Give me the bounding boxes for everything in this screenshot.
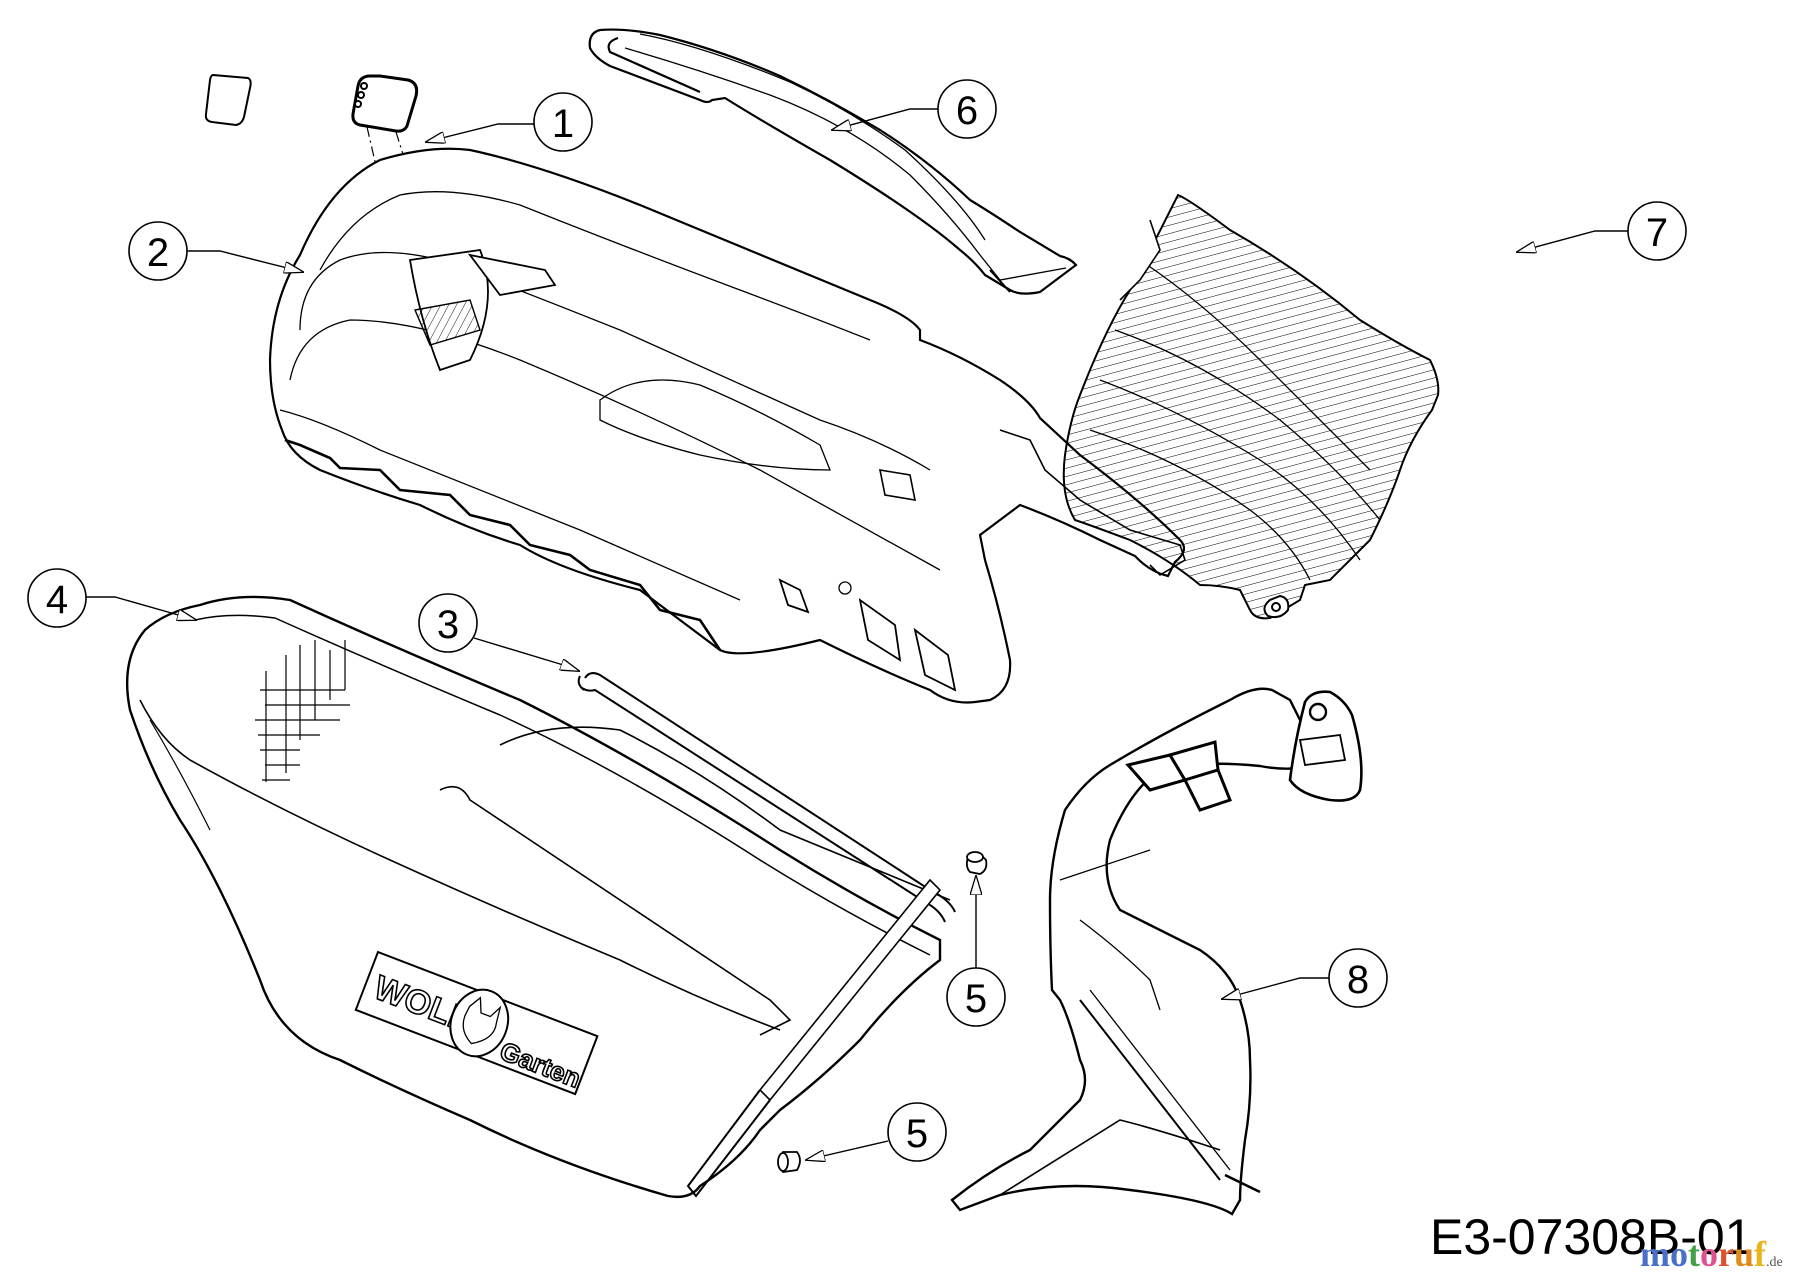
part-1-cover-clip bbox=[204, 73, 431, 241]
callout-3-label: 3 bbox=[437, 603, 459, 647]
callout-4: 4 bbox=[27, 568, 196, 628]
part-3-catcher-frame-rod bbox=[577, 672, 956, 1198]
callout-3: 3 bbox=[418, 593, 579, 671]
part-5-end-cap-lower bbox=[777, 1151, 801, 1173]
watermark-letter: u bbox=[1733, 1234, 1755, 1274]
drawing-code: E3-07308B-01 bbox=[1430, 1209, 1753, 1265]
callout-7: 7 bbox=[1517, 201, 1687, 261]
callout-7-label: 7 bbox=[1646, 211, 1668, 255]
watermark-letter: m bbox=[1640, 1234, 1670, 1274]
part-7-catcher-side-cover bbox=[1062, 193, 1440, 620]
part-4-catcher-bag-lower: WOLF Garten bbox=[125, 595, 951, 1199]
callout-5-upper-label: 5 bbox=[965, 977, 987, 1021]
watermark-tld: .de bbox=[1766, 1255, 1783, 1270]
callout-5-upper: 5 bbox=[946, 876, 1006, 1027]
watermark-letter: o bbox=[1700, 1234, 1718, 1274]
callout-5-lower-label: 5 bbox=[906, 1112, 928, 1156]
watermark-letter: f bbox=[1754, 1234, 1767, 1274]
callout-5-lower: 5 bbox=[806, 1102, 947, 1161]
part-2-catcher-top-housing bbox=[268, 147, 1186, 704]
callout-1: 1 bbox=[426, 92, 593, 152]
callout-1-label: 1 bbox=[552, 102, 574, 146]
watermark-letter: o bbox=[1670, 1234, 1688, 1274]
callout-8-label: 8 bbox=[1347, 958, 1369, 1002]
callout-8: 8 bbox=[1222, 948, 1388, 1008]
callout-2-label: 2 bbox=[147, 231, 169, 275]
callout-6-label: 6 bbox=[956, 89, 978, 133]
part-8-rear-deflector bbox=[950, 687, 1363, 1216]
callout-2: 2 bbox=[128, 221, 303, 281]
watermark-letter: r bbox=[1718, 1234, 1734, 1274]
watermark-letter: t bbox=[1688, 1234, 1700, 1274]
part-6-carry-handle bbox=[588, 28, 1078, 295]
callout-6: 6 bbox=[832, 79, 997, 139]
watermark: motoruf.de bbox=[1640, 1236, 1783, 1272]
part-5-end-cap-upper bbox=[965, 851, 988, 875]
callout-4-label: 4 bbox=[46, 578, 68, 622]
